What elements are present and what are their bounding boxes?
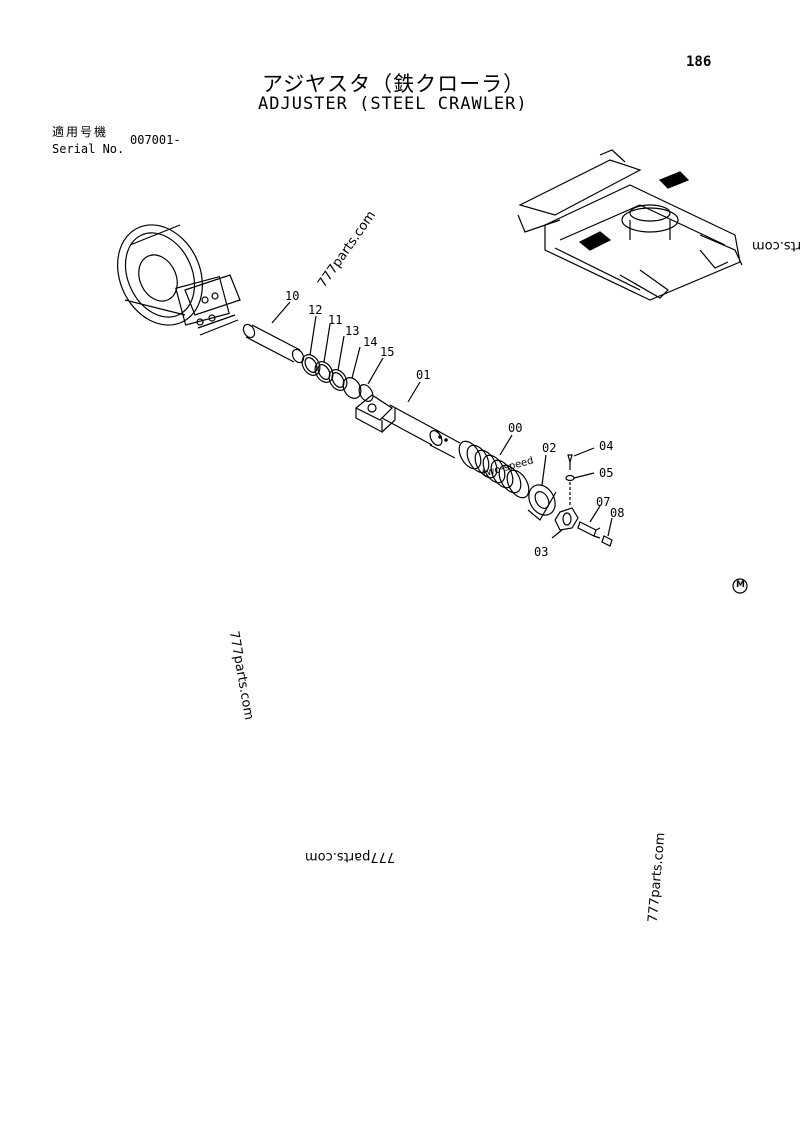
page-number: 186 xyxy=(686,54,712,70)
part-00-spring xyxy=(458,440,530,499)
part-10-tube xyxy=(242,323,305,364)
page-title: ADJUSTER (STEEL CRAWLER) xyxy=(258,94,528,114)
part-15-ring xyxy=(358,384,374,402)
callout-00: 00 xyxy=(508,421,523,435)
part-01-rod xyxy=(354,394,461,459)
m-marker-badge xyxy=(732,578,748,594)
undercarriage-drawing xyxy=(517,149,743,301)
callout-01: 01 xyxy=(416,368,431,382)
serial-label: Serial No. xyxy=(52,142,125,156)
callout-07: 07 xyxy=(596,495,611,509)
part-07-fitting xyxy=(577,521,601,539)
callout-04: 04 xyxy=(599,439,614,453)
part-14-ring xyxy=(342,377,362,399)
callout-03: 03 xyxy=(534,545,549,559)
part-05-washer xyxy=(565,474,575,482)
page-title-japanese: アジヤスタ（鉄クローラ） xyxy=(262,72,526,96)
callout-02: 02 xyxy=(542,441,557,455)
callout-11: 11 xyxy=(328,313,343,327)
callout-14: 14 xyxy=(363,335,378,349)
callout-13: 13 xyxy=(345,324,360,338)
applicable-model-label: 適用号機 xyxy=(52,125,109,139)
idler-wheel-drawing xyxy=(117,224,241,336)
watermark: 777parts.com xyxy=(305,849,396,864)
part-04-bolt xyxy=(567,454,573,470)
serial-value: 007001- xyxy=(130,133,181,147)
part-03-nut xyxy=(554,507,579,531)
part-08-cap xyxy=(601,535,613,547)
callout-15: 15 xyxy=(380,345,395,359)
callout-08: 08 xyxy=(610,506,625,520)
callout-12: 12 xyxy=(308,303,323,317)
part-02-plate xyxy=(527,484,557,521)
callout-05: 05 xyxy=(599,466,614,480)
watermark: arts.com xyxy=(752,238,800,253)
m-marker: M xyxy=(736,580,745,590)
callout-10: 10 xyxy=(285,289,300,303)
